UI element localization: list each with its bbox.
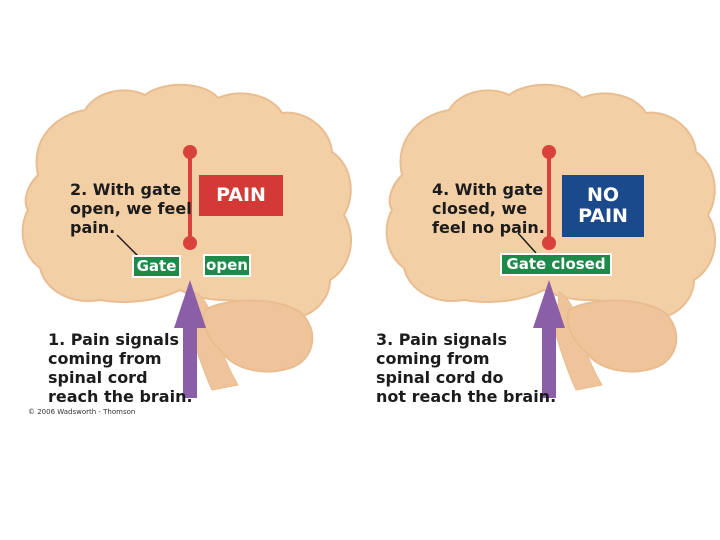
no-pain-sign: NO PAIN (562, 175, 644, 237)
right-pointer-line (517, 232, 537, 254)
left-gate-pin (183, 145, 197, 250)
step3-line-4: not reach the brain. (376, 387, 557, 406)
gate-label-box: Gate (132, 255, 181, 278)
gate-label: Gate (136, 257, 177, 275)
step1-caption: 1. Pain signals coming from spinal cord … (48, 330, 193, 406)
step4-line-2: closed, we (432, 199, 528, 218)
left-cerebrum (21, 83, 352, 320)
step1-line-2: coming from (48, 349, 162, 368)
step1-line-1: 1. Pain signals (48, 330, 179, 349)
gate-closed-label-box: Gate closed (500, 253, 612, 276)
step4-line-1: 4. With gate (432, 180, 544, 199)
left-brain (21, 83, 352, 391)
step2-line-2: open, we feel (70, 199, 192, 218)
step3-line-1: 3. Pain signals (376, 330, 507, 349)
right-gate-pin (542, 145, 556, 250)
right-cerebellum (566, 299, 678, 373)
step3-caption: 3. Pain signals coming from spinal cord … (376, 330, 556, 406)
open-label: open (206, 256, 248, 274)
step1-line-3: spinal cord (48, 368, 148, 387)
step3-line-2: coming from (376, 349, 490, 368)
step4-caption: 4. With gate closed, we feel no pain. (432, 180, 545, 237)
no-pain-line-1: NO (586, 184, 620, 206)
gate-closed-label: Gate closed (506, 255, 606, 273)
step3-line-3: spinal cord do (376, 368, 504, 387)
left-cerebellum (202, 299, 314, 373)
copyright-text: © 2006 Wadsworth - Thomson (28, 408, 136, 416)
left-signal-arrow (174, 280, 206, 398)
step1-line-4: reach the brain. (48, 387, 193, 406)
step4-line-3: feel no pain. (432, 218, 545, 237)
right-signal-arrow (533, 280, 565, 398)
pain-label: PAIN (216, 184, 266, 206)
open-label-box: open (203, 254, 251, 277)
pain-sign: PAIN (199, 175, 283, 216)
no-pain-line-2: PAIN (578, 205, 628, 227)
step2-line-3: pain. (70, 218, 116, 237)
left-pointer-line (116, 234, 139, 257)
step2-caption: 2. With gate open, we feel pain. (70, 180, 192, 237)
step2-line-1: 2. With gate (70, 180, 182, 199)
